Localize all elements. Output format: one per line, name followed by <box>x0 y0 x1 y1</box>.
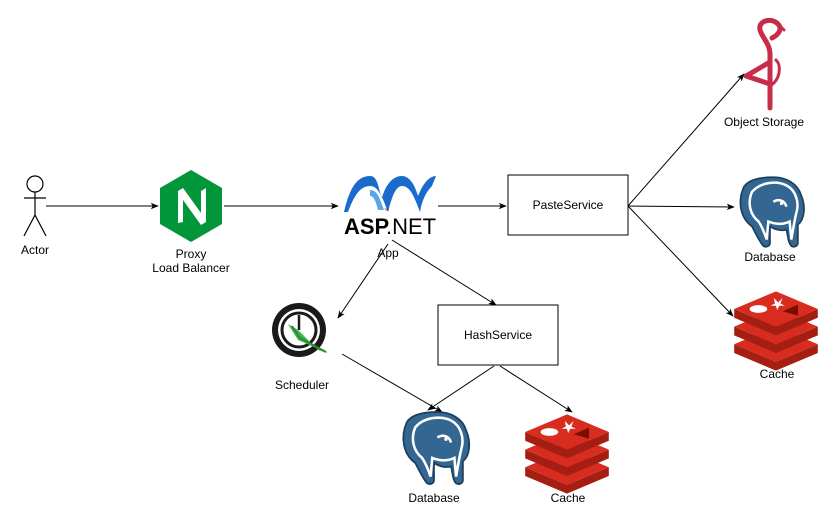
edge-paste-cache <box>627 205 734 317</box>
aspnet-tm: ™ <box>384 208 389 214</box>
database-bottom-label: Database <box>408 491 460 505</box>
stick-figure-icon <box>23 175 47 237</box>
scheduler-label: Scheduler <box>275 378 329 392</box>
paste-service-label: PasteService <box>533 198 604 212</box>
paste-service-node: PasteService <box>507 174 629 236</box>
redis-icon <box>734 291 818 371</box>
actor-label: Actor <box>21 243 49 257</box>
edge-app-hashservice <box>391 239 497 306</box>
postgresql-icon <box>402 410 471 486</box>
app-label: App <box>377 246 399 260</box>
aspnet-logo: ASP .NET ™ <box>344 176 436 239</box>
aspnet-text-rest: .NET <box>386 214 436 239</box>
hash-service-node: HashService <box>437 304 559 366</box>
proxy-label-line1: Proxy <box>176 247 207 261</box>
actor-node: Actor <box>21 175 49 257</box>
redis-icon <box>525 414 609 494</box>
edge-paste-objectstorage <box>627 73 745 207</box>
cache-right-label: Cache <box>760 367 795 381</box>
object-storage-label: Object Storage <box>724 115 804 129</box>
edge-hash-database <box>427 365 495 411</box>
edge-scheduler-database <box>341 353 443 413</box>
edge-paste-database <box>627 203 735 211</box>
scheduler-clock-icon <box>272 303 330 357</box>
object-storage-node: Object Storage <box>724 17 804 129</box>
database-bottom-node: Database <box>402 410 471 505</box>
database-right-label: Database <box>744 250 796 264</box>
aspnet-text-bold: ASP <box>344 214 389 239</box>
edge-app-scheduler <box>337 243 389 319</box>
proxy-label-line2: Load Balancer <box>152 261 229 275</box>
edge-hash-cache <box>499 365 573 413</box>
postgresql-icon <box>739 175 806 248</box>
cache-right-node: Cache <box>734 291 818 381</box>
scheduler-node: Scheduler <box>272 303 330 392</box>
database-right-node: Database <box>739 175 806 264</box>
minio-icon <box>743 17 786 111</box>
proxy-node: Proxy Load Balancer <box>152 170 230 275</box>
nginx-icon <box>160 170 222 242</box>
hash-service-label: HashService <box>464 328 532 342</box>
app-node: ASP .NET ™ App <box>344 176 436 260</box>
cache-bottom-node: Cache <box>525 414 609 505</box>
cache-bottom-label: Cache <box>551 491 586 505</box>
